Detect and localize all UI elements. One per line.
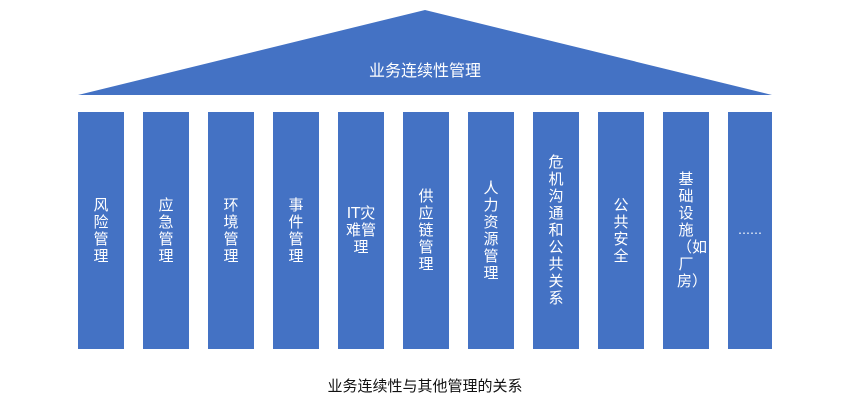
pillar-label: 事件管理 (288, 195, 304, 265)
pillar-public-safety: 公共安全 (598, 112, 644, 349)
roof-triangle (78, 10, 772, 95)
pillar-label: 应急管理 (158, 195, 174, 265)
pillar-incident-management: 事件管理 (273, 112, 319, 349)
pillar-label: IT灾难管理 (346, 204, 377, 256)
diagram-caption: 业务连续性与其他管理的关系 (327, 377, 523, 395)
pillar-label: 风险管理 (93, 195, 109, 265)
pillar-label: 人力资源管理 (483, 178, 499, 282)
pillar-label: 环境管理 (223, 195, 239, 265)
pillar-label: 基础设施（如厂房） (677, 170, 708, 290)
pillar-label: 公共安全 (613, 195, 629, 265)
pillar-emergency-management: 应急管理 (143, 112, 189, 349)
pillar-ellipsis: …… (728, 112, 772, 349)
pillar-label: 危机沟通和公共关系 (548, 153, 564, 307)
pillar-human-resources-management: 人力资源管理 (468, 112, 514, 349)
pillar-crisis-communication: 危机沟通和公共关系 (533, 112, 579, 349)
pillar-supply-chain-management: 供应链管理 (403, 112, 449, 349)
pillar-label: 供应链管理 (418, 187, 434, 273)
pillar-it-disaster-management: IT灾难管理 (338, 112, 384, 349)
roof-label: 业务连续性管理 (368, 61, 481, 80)
pillar-infrastructure: 基础设施（如厂房） (663, 112, 709, 349)
pillar-label: …… (738, 223, 762, 237)
pillar-risk-management: 风险管理 (78, 112, 124, 349)
pillar-environment-management: 环境管理 (208, 112, 254, 349)
